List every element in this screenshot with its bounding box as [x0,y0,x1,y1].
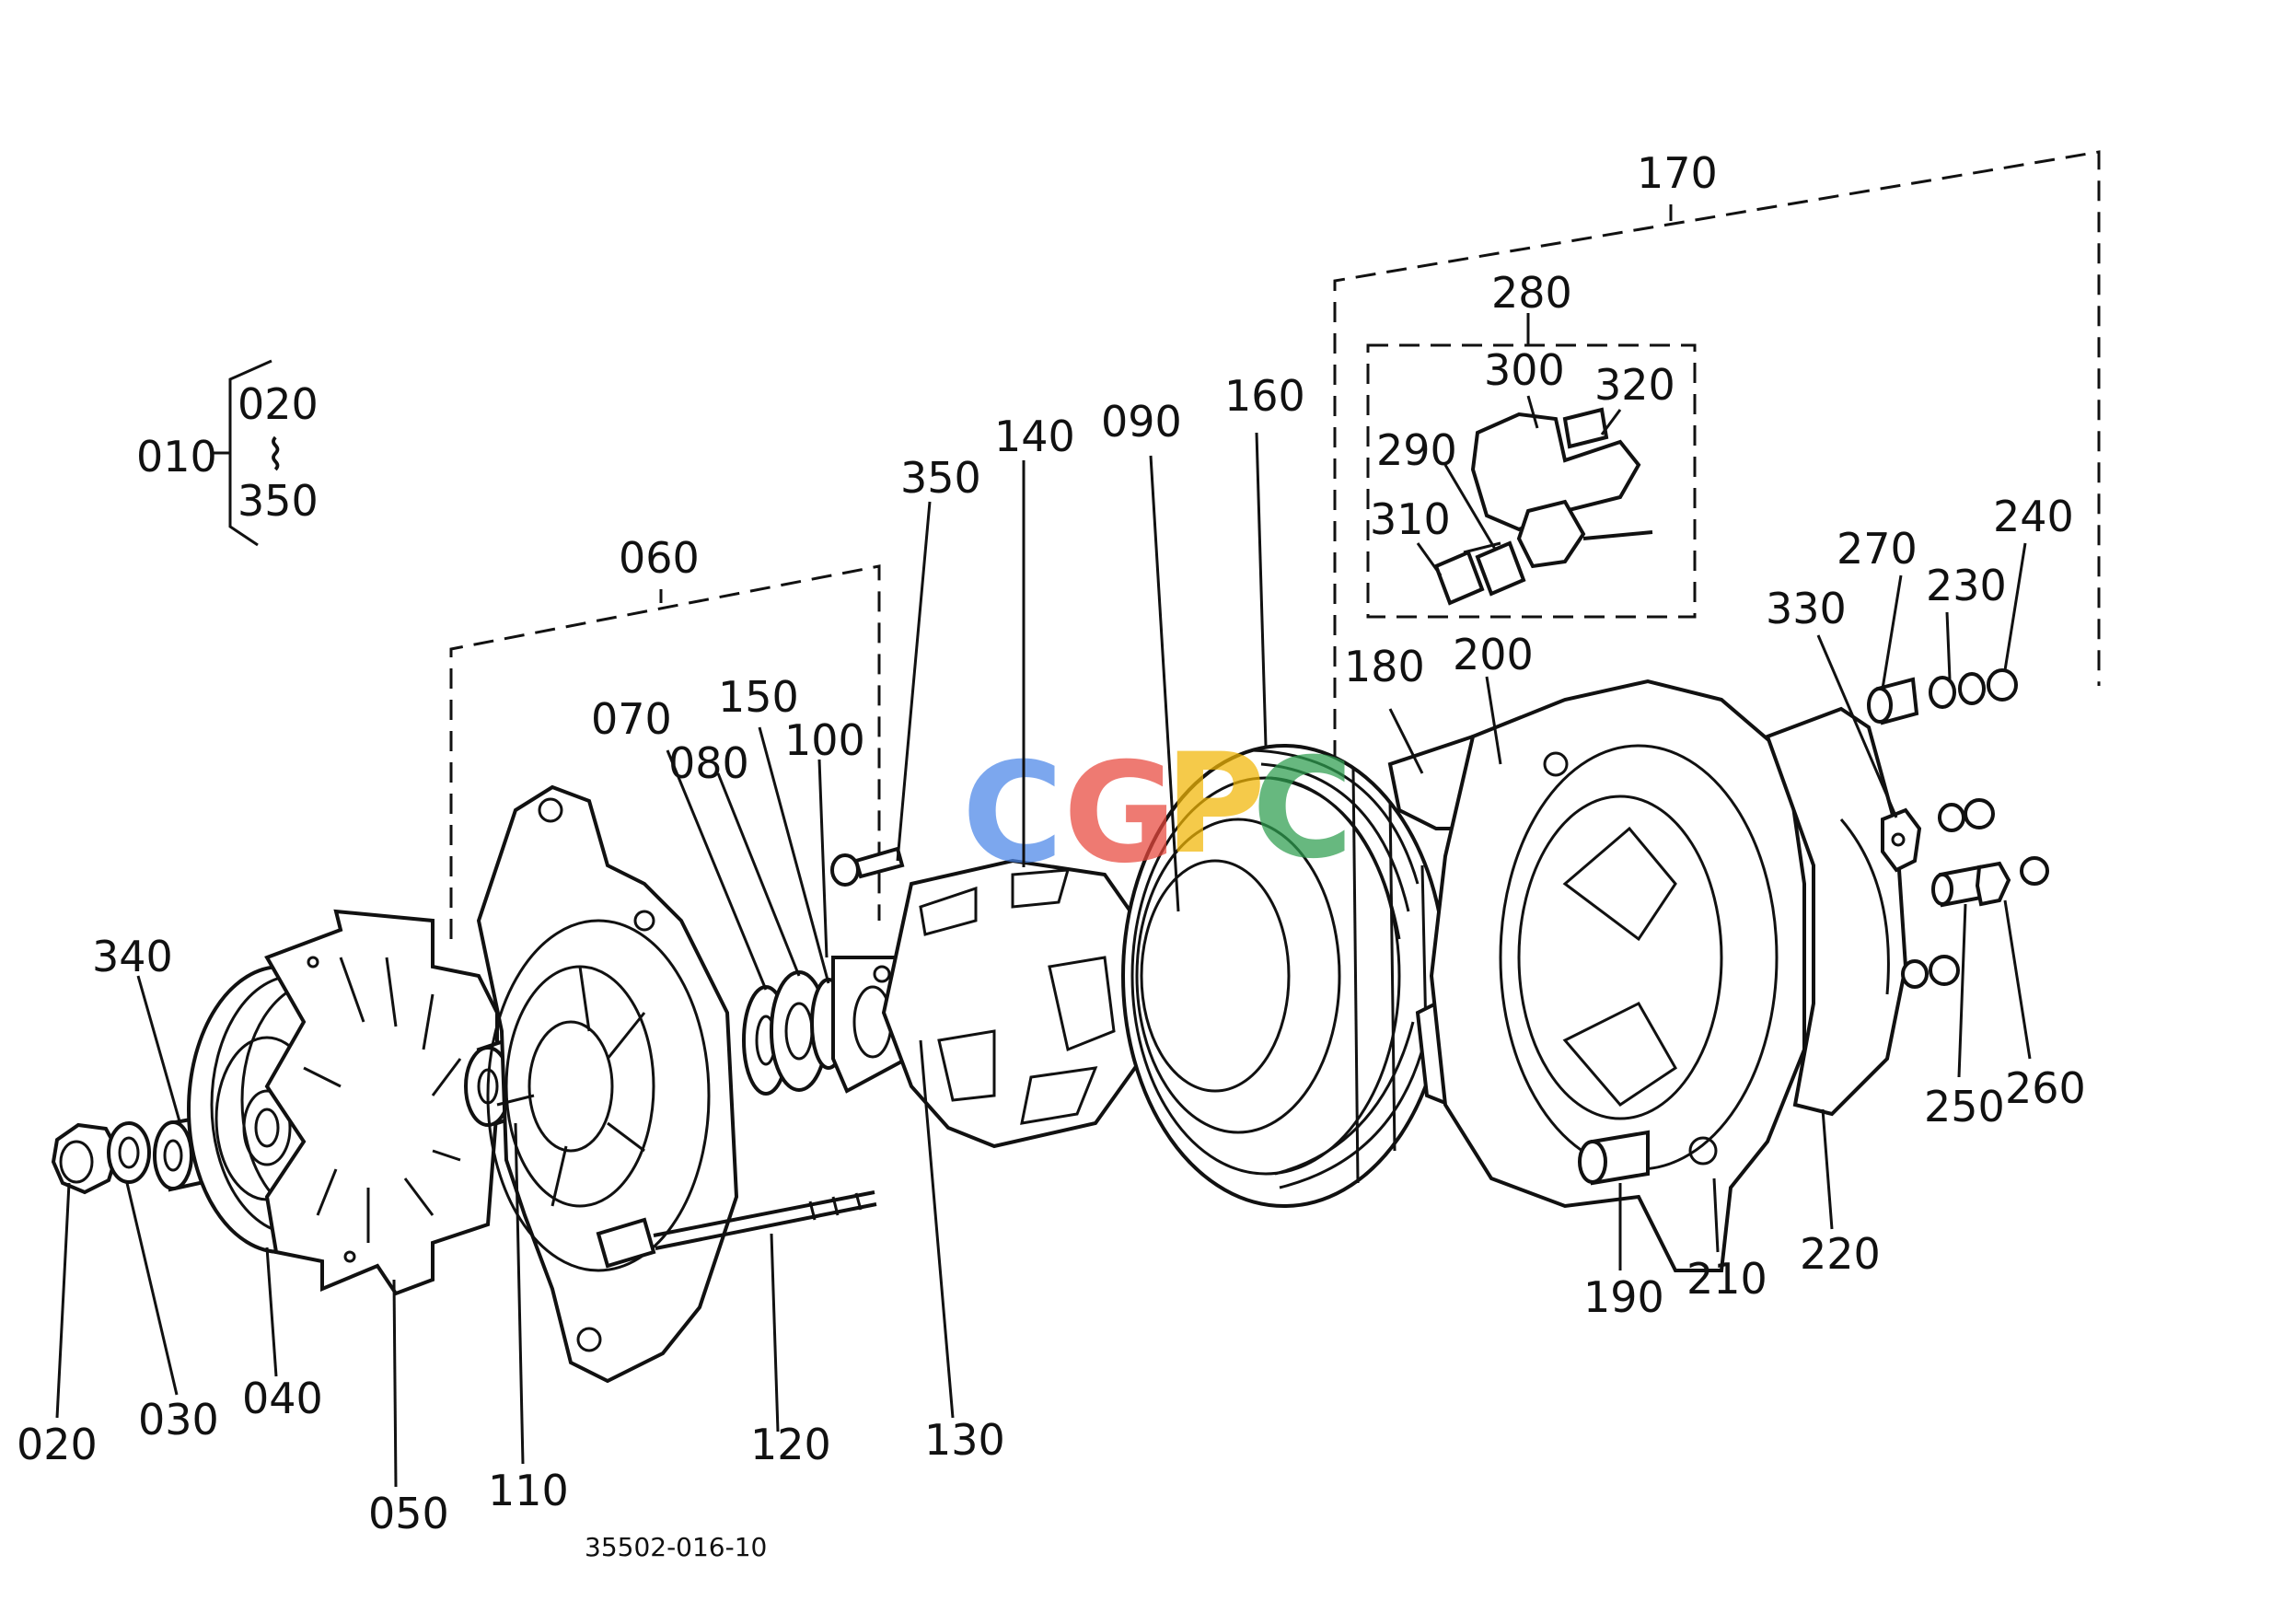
insulator-250 [1931,864,1984,908]
label-140: 140 [994,412,1075,461]
rear-bracket-210 [1429,679,1806,1272]
terminal-330 [1881,807,1922,873]
label-210: 210 [1686,1254,1767,1304]
drawing-code: 35502-016-10 [585,1532,767,1562]
label-030: 030 [138,1395,219,1444]
label-240: 240 [1993,492,2074,541]
washer-030 [107,1121,151,1184]
watermark-letter: P [1165,725,1266,885]
label-350-range-end: 350 [238,476,319,526]
label-230: 230 [1926,561,2007,610]
label-100: 100 [784,715,865,765]
label-280: 280 [1491,268,1572,318]
label-320: 320 [1594,360,1675,410]
part-labels: 010 020 ⌇ 350 060 070 080 150 100 350 14… [17,148,2086,1562]
watermark-letter: C [1252,729,1353,889]
bracket-010 [214,359,272,547]
label-150: 150 [718,672,799,722]
stator-160 [1121,744,1447,1208]
nut-240 [1987,668,2018,702]
label-330: 330 [1766,584,1847,633]
label-040: 040 [242,1374,323,1423]
sleeve-190 [1578,1130,1650,1186]
label-290: 290 [1376,425,1457,475]
label-180: 180 [1344,642,1425,691]
label-060: 060 [619,533,700,583]
through-bolt-120 [596,1190,877,1269]
label-310: 310 [1370,494,1451,544]
label-020-range-start: 020 [238,379,319,429]
label-160: 160 [1224,371,1305,421]
watermark-letter: C [962,734,1063,894]
watermark: C G P C [962,725,1353,894]
label-340: 340 [92,932,173,981]
watermark-letter: G [1063,734,1176,894]
group-bracket-170 [1333,150,2101,792]
screw-350 [830,846,905,887]
label-270: 270 [1837,524,1918,574]
label-110: 110 [488,1466,569,1515]
range-symbol: ⌇ [265,430,285,480]
label-090: 090 [1101,397,1182,447]
label-250: 250 [1924,1082,2005,1131]
label-260: 260 [2005,1063,2086,1113]
label-300: 300 [1484,345,1565,395]
label-120: 120 [750,1420,831,1469]
group-box-280 [1366,313,1697,619]
washer-230 [1929,672,1986,709]
nut-260 [1975,856,2049,907]
leader-lines [55,395,2032,1488]
label-190: 190 [1583,1272,1664,1322]
insulator-270 [1867,677,1919,725]
group-bracket-060 [449,564,881,939]
label-020: 020 [17,1420,98,1469]
nut-020 [51,1122,121,1195]
label-220: 220 [1800,1229,1881,1279]
label-350: 350 [900,453,981,503]
label-050: 050 [368,1489,449,1538]
label-170: 170 [1637,148,1718,198]
washers-mid [1901,798,1995,989]
label-080: 080 [668,738,749,788]
front-bracket [476,784,739,1384]
rear-cover-220 [1765,706,1908,1117]
label-130: 130 [924,1415,1005,1465]
fan-050 [264,909,499,1296]
label-200: 200 [1453,630,1534,679]
label-010: 010 [136,432,217,481]
label-070: 070 [591,694,672,744]
brush-holder-280 [1433,407,1653,606]
